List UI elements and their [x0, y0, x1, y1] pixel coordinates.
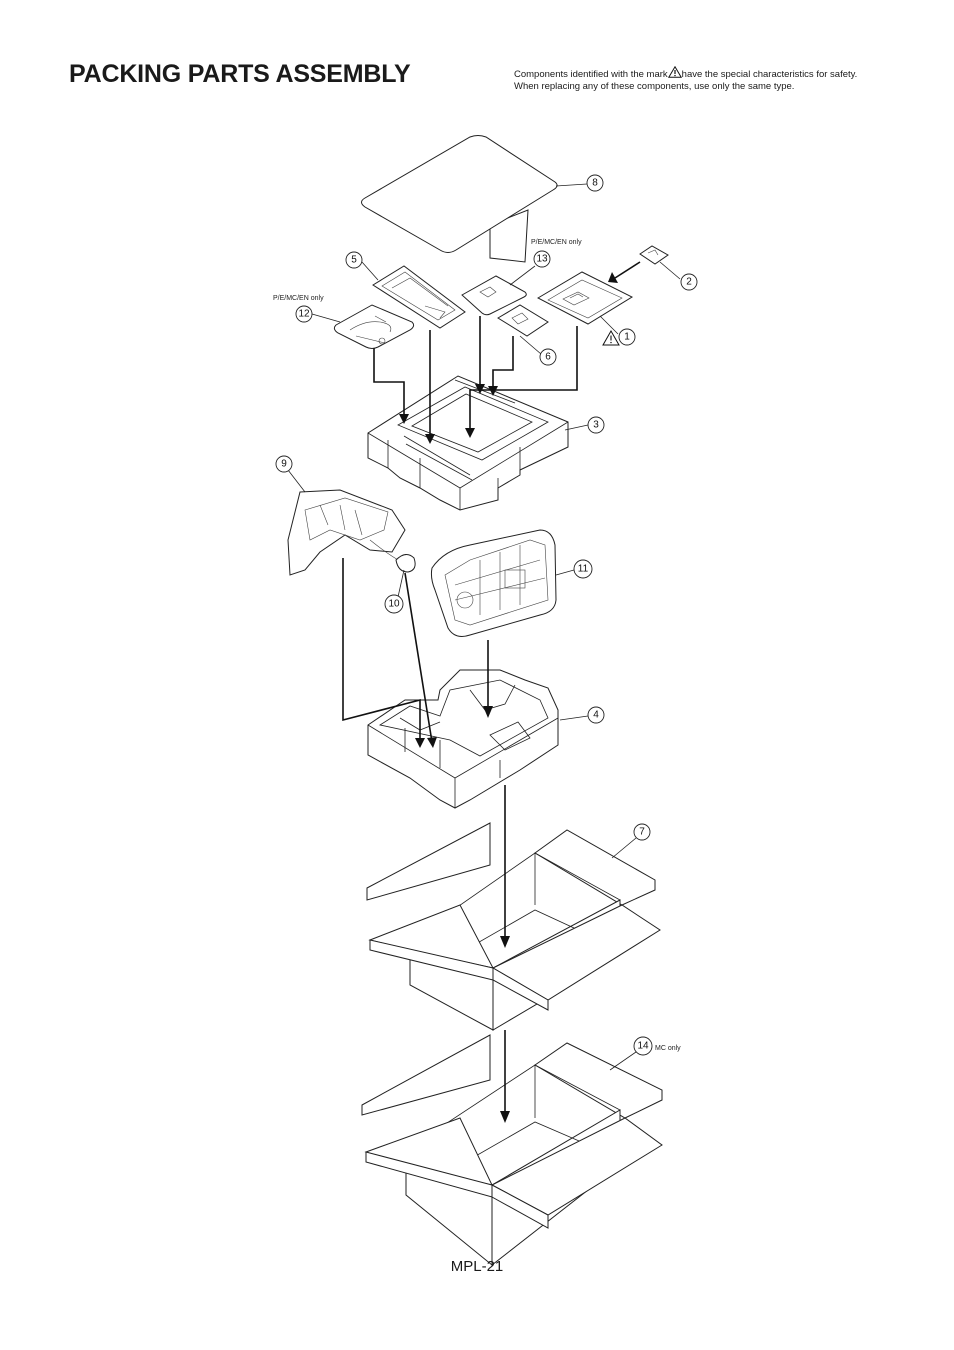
flow-line-6: [492, 336, 514, 390]
arrowhead-1: [465, 428, 475, 438]
arrowhead-11: [483, 706, 493, 718]
part-5-bag: [372, 265, 466, 329]
arrowhead-10: [427, 737, 437, 748]
part-1-document-bag: [536, 271, 634, 325]
callout-7: 7: [633, 823, 651, 841]
safety-text-2: When replacing any of these components, …: [514, 81, 795, 92]
part-9-camera-bag: [287, 489, 416, 576]
flow-line-1: [469, 326, 578, 432]
arrowhead-7: [500, 1111, 510, 1123]
callout-1: 1: [618, 328, 636, 346]
callout-11: 11: [573, 559, 593, 579]
callout-5: 5: [345, 251, 363, 269]
callout-12: 12: [295, 305, 313, 323]
part-2-card: [639, 245, 669, 265]
safety-text-b: have the special characteristics for saf…: [681, 69, 858, 80]
svg-text:7: 7: [639, 827, 645, 838]
svg-text:11: 11: [578, 564, 589, 575]
svg-text:10: 10: [388, 599, 400, 610]
flow-line-9: [342, 558, 421, 742]
callout-9: 9: [275, 455, 293, 473]
callout-13: 13: [533, 250, 551, 268]
callout-4: 4: [587, 706, 605, 724]
arrowhead-13: [475, 384, 485, 394]
callout-2: 2: [680, 273, 698, 291]
svg-text:1: 1: [624, 332, 630, 343]
warning-triangle-icon: [602, 329, 620, 346]
part-11-camera-unit: [430, 529, 557, 637]
svg-text:12: 12: [298, 309, 310, 320]
note-14: MC only: [655, 1045, 681, 1052]
arrowhead-2: [608, 272, 618, 283]
note-12: P/E/MC/EN only: [273, 295, 324, 302]
svg-text:2: 2: [686, 277, 692, 288]
safety-notice: Components identified with the mark have …: [514, 66, 857, 93]
page-title: PACKING PARTS ASSEMBLY: [69, 60, 411, 88]
part-4-bottom-cushion: [367, 669, 559, 809]
svg-text:14: 14: [637, 1041, 649, 1052]
warning-triangle-icon: [667, 66, 682, 78]
safety-text-a: Components identified with the mark: [514, 69, 668, 80]
part-12-cable-bag: [333, 304, 415, 349]
leader-lines: [287, 183, 681, 1071]
svg-text:6: 6: [545, 352, 551, 363]
part-3-top-cushion: [367, 375, 569, 511]
arrowhead-6: [488, 386, 498, 396]
flow-line-12: [373, 348, 405, 418]
callout-10: 10: [384, 594, 404, 614]
part-13-accessory-bag: [461, 275, 527, 316]
arrowhead-5: [425, 434, 435, 444]
arrowhead-4: [500, 936, 510, 948]
svg-text:5: 5: [351, 255, 357, 266]
callout-8: 8: [586, 174, 604, 192]
arrowhead-9: [415, 738, 425, 748]
svg-text:3: 3: [593, 420, 599, 431]
part-6-small-bag: [497, 304, 549, 337]
part-14-outer-carton: [361, 1034, 663, 1267]
assembly-flow-arrows: [342, 261, 641, 1123]
callout-6: 6: [539, 348, 557, 366]
note-13: P/E/MC/EN only: [531, 239, 582, 246]
arrowhead-12: [399, 414, 409, 424]
page-number: MPL-21: [450, 1258, 504, 1275]
flow-line-10: [404, 572, 433, 743]
svg-text:4: 4: [593, 710, 599, 721]
callout-3: 3: [587, 416, 605, 434]
svg-text:9: 9: [281, 459, 287, 470]
svg-text:13: 13: [536, 254, 548, 265]
svg-text:8: 8: [592, 178, 598, 189]
callout-14: 14: [633, 1036, 653, 1056]
part-8-sheet: [361, 135, 558, 263]
flow-line-2: [614, 261, 641, 279]
part-7-carton: [366, 822, 661, 1031]
